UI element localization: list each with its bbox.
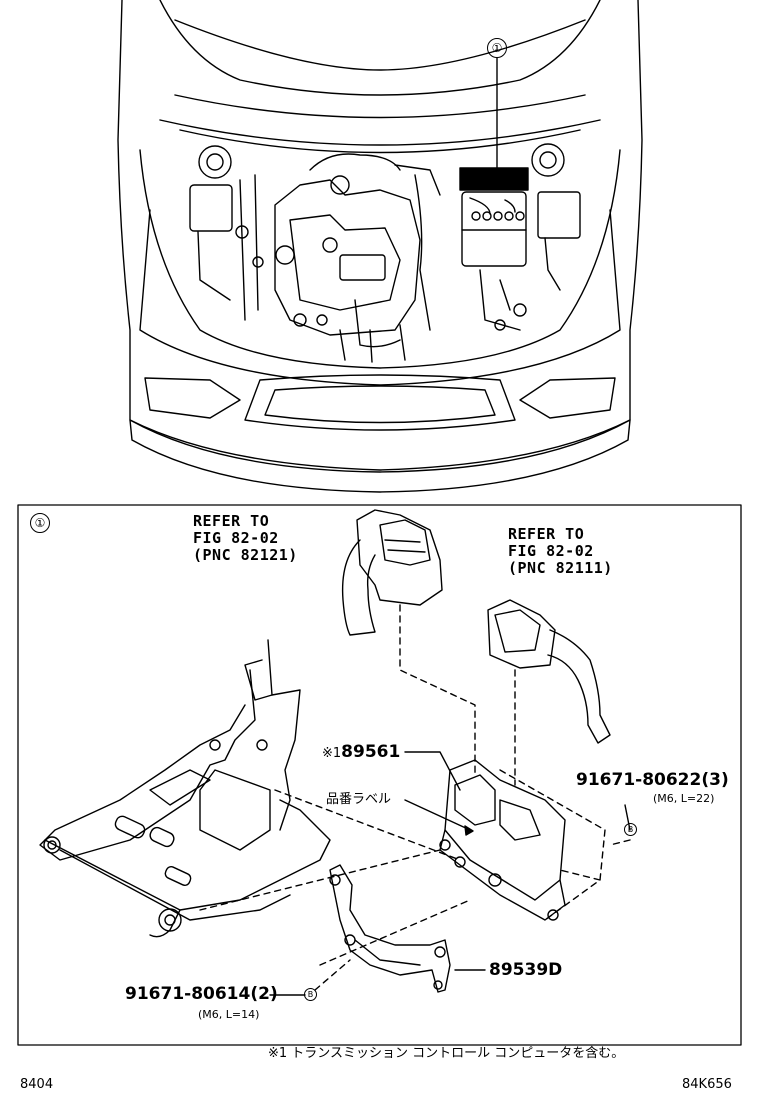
top-view-callout: ① [487, 38, 507, 58]
bolt-upper-spec: (M6, L=22) [653, 792, 715, 805]
detail-frame [17, 504, 742, 1046]
footnote: ※1 トランスミッション コントロール コンピュータを含む。 [268, 1046, 625, 1061]
refer-right-line1: REFER TO [508, 525, 585, 543]
footer-left-code: 8404 [20, 1077, 54, 1092]
ecu-note-mark: ※1 [322, 746, 342, 761]
footer-right-code: 84K656 [682, 1077, 732, 1092]
bolt-lower-ref-b: B [304, 988, 317, 1001]
bolt-lower-part-number[interactable]: 91671-80614(2) [125, 984, 278, 1004]
bolt-upper-part-number[interactable]: 91671-80622(3) [576, 770, 729, 790]
refer-left-line2: FIG 82-02 [193, 529, 279, 547]
bolt-upper-ref-b: B [624, 823, 637, 836]
refer-right-block[interactable]: REFER TO FIG 82-02 (PNC 82111) [508, 526, 613, 577]
ecu-part-number: 89561 [341, 742, 401, 762]
detail-callout: ① [30, 513, 50, 533]
part-number-label-note: 品番ラベル [326, 792, 392, 807]
refer-right-line2: FIG 82-02 [508, 542, 594, 560]
ecu-location-mark [459, 167, 529, 191]
refer-right-line3: (PNC 82111) [508, 559, 613, 577]
ecu-part-label[interactable]: ※189561 [322, 742, 400, 762]
refer-left-line3: (PNC 82121) [193, 546, 298, 564]
refer-left-block[interactable]: REFER TO FIG 82-02 (PNC 82121) [193, 513, 298, 564]
bracket-part-number[interactable]: 89539D [489, 960, 563, 980]
bolt-lower-spec: (M6, L=14) [198, 1008, 260, 1021]
refer-left-line1: REFER TO [193, 512, 270, 530]
